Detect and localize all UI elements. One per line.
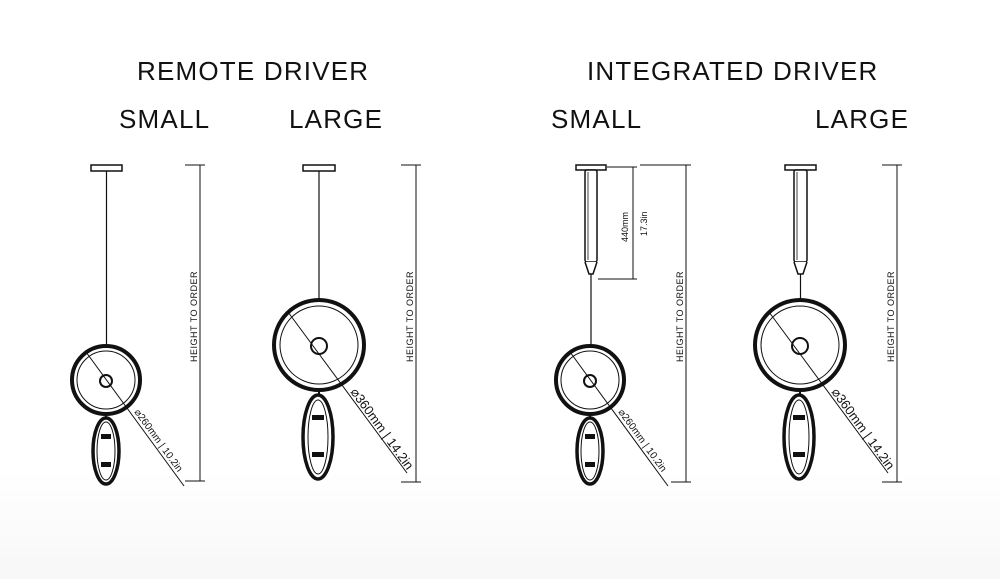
diameter-line	[85, 351, 185, 487]
side-disc-band	[793, 415, 805, 420]
integrated-small-driver-dimension: 440mm 17.3in	[598, 166, 649, 280]
driver-taper	[793, 261, 808, 275]
diameter-text: ⌀360mm | 14.2in	[829, 385, 898, 472]
remote-small-label: SMALL	[119, 104, 211, 134]
remote-large-height-dimension: HEIGHT TO ORDER	[401, 164, 421, 483]
side-disc-inner	[307, 399, 329, 475]
diameter-text: ⌀260mm | 10.2in	[616, 407, 669, 474]
diameter-text: ⌀260mm | 10.2in	[132, 407, 185, 474]
side-disc	[91, 416, 121, 486]
diameter-line	[768, 311, 889, 474]
side-disc-band	[101, 462, 111, 467]
remote-large-label: LARGE	[289, 104, 384, 134]
diameter-line	[287, 311, 408, 474]
remote-driver-title: REMOTE DRIVER	[137, 56, 370, 86]
side-disc	[301, 393, 335, 481]
diameter-line	[569, 351, 669, 487]
height-text: HEIGHT TO ORDER	[675, 271, 685, 362]
driver-length-mm-text: 440mm	[620, 212, 630, 242]
integrated-large-height-dimension: HEIGHT TO ORDER	[882, 164, 902, 483]
height-text: HEIGHT TO ORDER	[405, 271, 415, 362]
side-disc-inner	[580, 421, 600, 481]
integrated-small-lamp	[554, 164, 626, 486]
side-disc	[575, 416, 605, 486]
front-disc-inner	[279, 305, 359, 385]
ceiling-canopy	[90, 164, 123, 172]
driver-taper	[584, 261, 598, 275]
side-disc-band	[585, 462, 595, 467]
integrated-driver-title: INTEGRATED DRIVER	[587, 56, 879, 86]
side-disc-band	[312, 452, 324, 457]
driver-housing	[793, 169, 808, 263]
side-disc-band	[101, 434, 111, 439]
side-disc-band	[793, 452, 805, 457]
front-disc-inner	[760, 305, 840, 385]
driver-housing	[584, 169, 598, 263]
integrated-small-label: SMALL	[551, 104, 643, 134]
ceiling-canopy	[302, 164, 336, 172]
side-disc-band	[312, 415, 324, 420]
height-text: HEIGHT TO ORDER	[886, 271, 896, 362]
remote-large-lamp	[272, 164, 366, 481]
driver-length-in-text: 17.3in	[639, 211, 649, 236]
diameter-text: ⌀360mm | 14.2in	[348, 385, 417, 472]
side-disc-band	[585, 434, 595, 439]
side-disc-inner	[788, 399, 810, 475]
integrated-small-height-dimension: HEIGHT TO ORDER	[640, 164, 691, 483]
remote-small-lamp	[70, 164, 142, 486]
remote-small-height-dimension: HEIGHT TO ORDER	[185, 164, 205, 482]
front-disc-inner	[560, 350, 620, 410]
height-text: HEIGHT TO ORDER	[189, 271, 199, 362]
side-disc-inner	[96, 421, 116, 481]
integrated-large-label: LARGE	[815, 104, 910, 134]
front-disc-inner	[76, 350, 136, 410]
integrated-large-lamp	[753, 164, 847, 481]
side-disc	[782, 393, 816, 481]
